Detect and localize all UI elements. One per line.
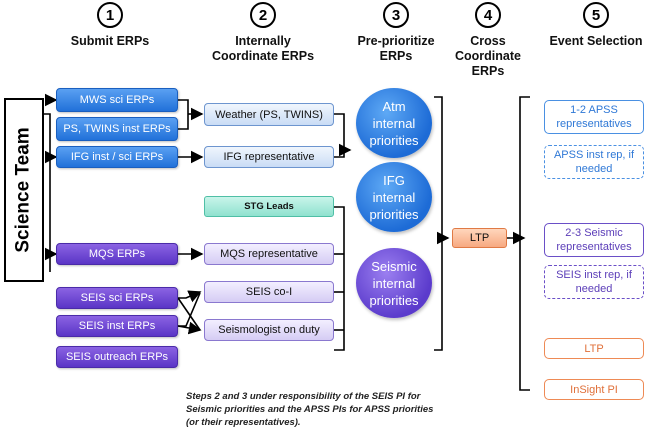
ltp-box: LTP bbox=[452, 228, 507, 248]
step-3-title: Pre-prioritize ERPs bbox=[357, 34, 435, 63]
mqs-erps-box: MQS ERPs bbox=[56, 243, 178, 265]
ltp-event-box: LTP bbox=[544, 338, 644, 359]
step-2-title: Internally Coordinate ERPs bbox=[211, 34, 315, 63]
responsibility-note: Steps 2 and 3 under responsibility of th… bbox=[186, 391, 434, 428]
seis-outreach-erps-box: SEIS outreach ERPs bbox=[56, 346, 178, 368]
step-1-number: 1 bbox=[97, 2, 123, 28]
step-4-title: Cross Coordinate ERPs bbox=[455, 34, 521, 78]
weather-box: Weather (PS, TWINS) bbox=[204, 103, 334, 126]
science-team-label: Science Team bbox=[13, 127, 35, 253]
step-3-number: 3 bbox=[383, 2, 409, 28]
insight-pi-box: InSight PI bbox=[544, 379, 644, 400]
ifg-erps-box: IFG inst / sci ERPs bbox=[56, 146, 178, 168]
ps-twins-erps-box: PS, TWINS inst ERPs bbox=[56, 117, 178, 141]
step-2-number: 2 bbox=[250, 2, 276, 28]
step-1-title: Submit ERPs bbox=[70, 34, 150, 48]
step-5-number: 5 bbox=[583, 2, 609, 28]
step-4-number: 4 bbox=[475, 2, 501, 28]
seis-inst-erps-box: SEIS inst ERPs bbox=[56, 315, 178, 337]
mws-sci-erps-box: MWS sci ERPs bbox=[56, 88, 178, 112]
seis-sci-erps-box: SEIS sci ERPs bbox=[56, 287, 178, 309]
seismologist-on-duty-box: Seismologist on duty bbox=[204, 319, 334, 341]
seis-coi-box: SEIS co-I bbox=[204, 281, 334, 303]
science-team-box: Science Team bbox=[4, 98, 44, 282]
ifg-representative-box: IFG representative bbox=[204, 146, 334, 168]
stg-leads-box: STG Leads bbox=[204, 196, 334, 217]
step-5-title: Event Selection bbox=[549, 34, 643, 48]
mqs-representative-box: MQS representative bbox=[204, 243, 334, 265]
